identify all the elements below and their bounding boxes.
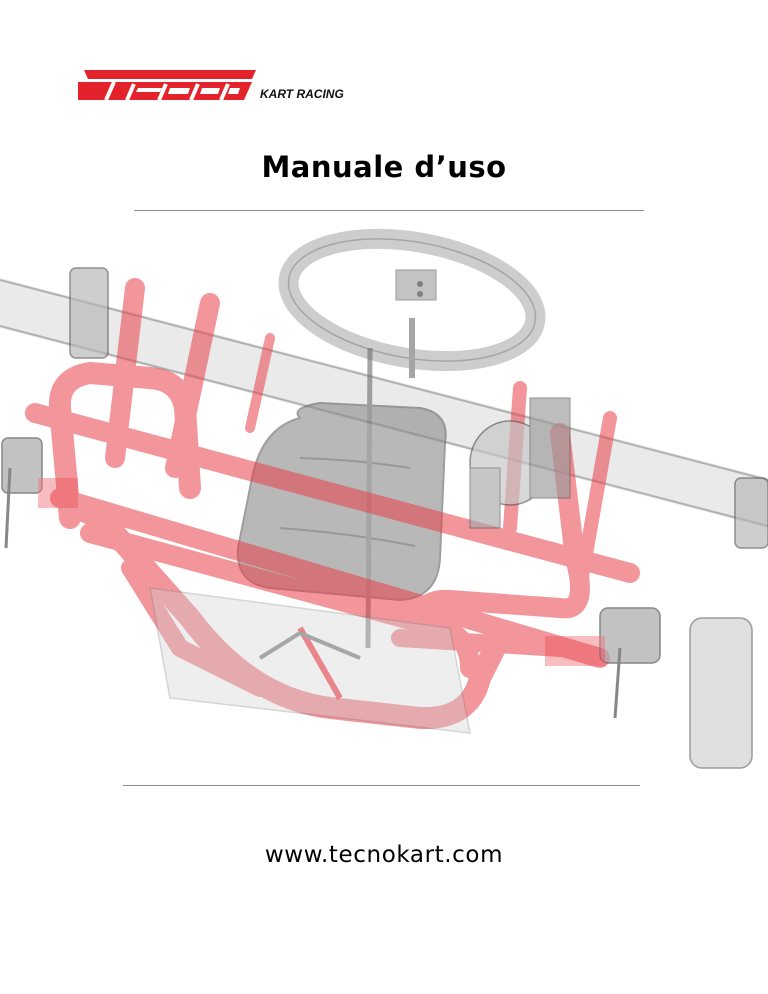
bottom-divider (123, 785, 640, 786)
rear-left-hub (69, 267, 109, 359)
top-divider (134, 210, 644, 211)
document-title: Manuale d’uso (261, 150, 507, 184)
front-right-hub (545, 607, 661, 719)
brake-assembly (469, 397, 571, 529)
kart-chassis-illustration (0, 228, 768, 770)
steering-linkage (258, 626, 361, 700)
tecno-logo: KART RACING (78, 70, 358, 104)
front-left-hub (1, 437, 78, 549)
tecno-logo-mark: KART RACING (78, 70, 344, 101)
website-url: www.tecnokart.com (264, 842, 504, 868)
floor-tray (149, 587, 471, 734)
rear-right-hub (689, 477, 768, 769)
steering-wheel (278, 228, 546, 378)
logo-tagline: KART RACING (260, 87, 344, 101)
